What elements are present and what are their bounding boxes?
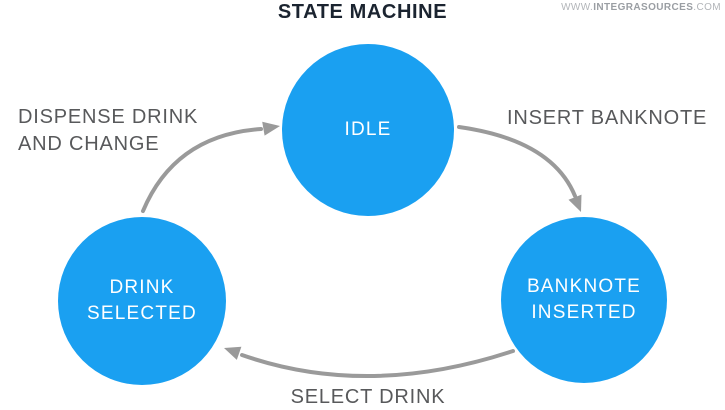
- arrow-select-drink: [224, 346, 515, 379]
- arrowhead-into-drink-selected: [224, 346, 242, 360]
- state-banknote-inserted: BANKNOTE INSERTED: [501, 217, 667, 383]
- transition-label-dispense-line1: DISPENSE DRINK: [18, 106, 199, 128]
- transition-label-insert-banknote: INSERT BANKNOTE: [507, 107, 708, 129]
- watermark-suffix: .COM: [693, 2, 721, 13]
- watermark-prefix: WWW.: [561, 2, 594, 13]
- transition-label-dispense-drink-and-change: DISPENSE DRINK AND CHANGE: [18, 104, 198, 158]
- arrow-dispense-drink-and-change: [141, 121, 280, 213]
- diagram-title: STATE MACHINE: [277, 1, 448, 23]
- arrowhead-into-banknote-inserted: [568, 194, 582, 212]
- state-idle: IDLE: [282, 44, 454, 216]
- arrowhead-into-idle: [262, 121, 280, 136]
- state-drink-selected: DRINK SELECTED: [58, 217, 226, 385]
- transition-label-select-drink: SELECT DRINK: [290, 386, 446, 408]
- state-drink-selected-label-line1: DRINK: [109, 277, 175, 298]
- arrow-insert-banknote: [457, 125, 582, 212]
- state-drink-selected-label-line2: SELECTED: [87, 303, 197, 324]
- watermark: WWW.INTEGRASOURCES.COM: [561, 2, 721, 13]
- state-banknote-inserted-label-line1: BANKNOTE: [526, 276, 642, 297]
- watermark-brand: INTEGRASOURCES: [593, 2, 694, 13]
- state-idle-label: IDLE: [344, 119, 392, 140]
- transition-label-dispense-line2: AND CHANGE: [18, 133, 160, 155]
- state-banknote-inserted-label-line2: INSERTED: [531, 302, 637, 323]
